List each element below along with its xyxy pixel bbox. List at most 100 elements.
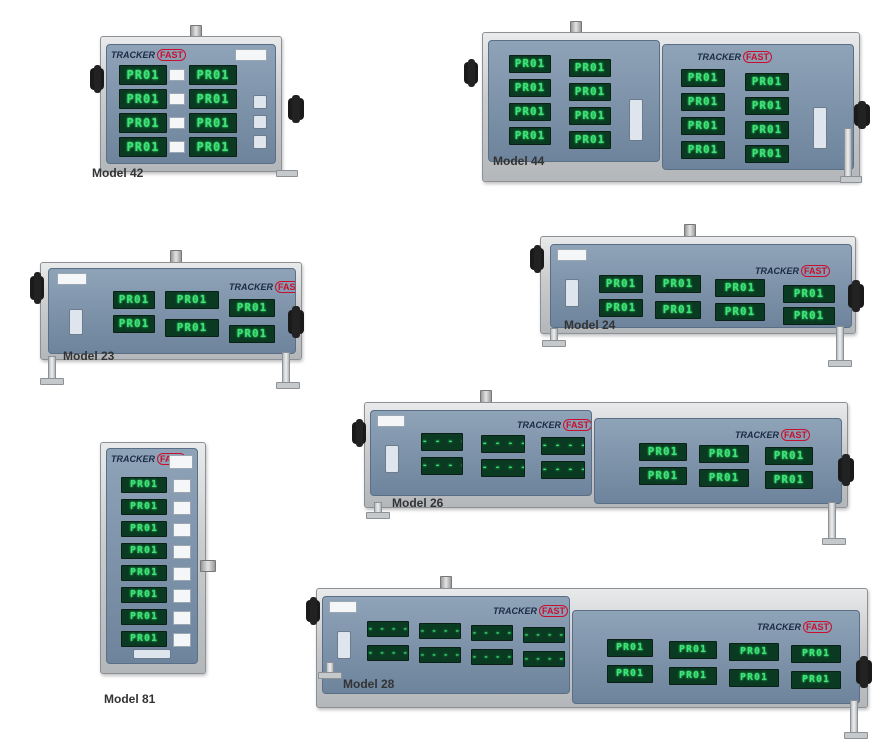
timer-display: - - - - bbox=[523, 651, 565, 667]
timer-display: PR01 bbox=[189, 137, 237, 157]
model-caption: Model 42 bbox=[92, 166, 144, 180]
timer-display: PR01 bbox=[699, 445, 749, 463]
timer-display: PR01 bbox=[745, 145, 789, 163]
timer-display: PR01 bbox=[607, 639, 653, 657]
mounting-knob bbox=[854, 100, 870, 130]
control-keypad[interactable] bbox=[565, 279, 579, 307]
timer-display: PR01 bbox=[765, 471, 813, 489]
timer-display: PR01 bbox=[729, 669, 779, 687]
timer-display: PR01 bbox=[121, 609, 167, 625]
timer-display: - - - - bbox=[421, 433, 463, 451]
timer-display: PR01 bbox=[655, 275, 701, 293]
mounting-knob bbox=[288, 94, 304, 124]
timer-display: PR01 bbox=[113, 315, 155, 333]
model-caption: Model 81 bbox=[104, 692, 156, 706]
timer-display: PR01 bbox=[119, 137, 167, 157]
mounting-knob bbox=[352, 418, 366, 448]
timer-display: PR01 bbox=[791, 645, 841, 663]
timer-display: PR01 bbox=[509, 55, 551, 73]
timer-display: PR01 bbox=[229, 325, 275, 343]
timer-display: - - - - bbox=[421, 457, 463, 475]
timer-display: PR01 bbox=[165, 291, 219, 309]
timer-display: PR01 bbox=[113, 291, 155, 309]
timer-display: PR01 bbox=[121, 477, 167, 493]
control-keypad[interactable] bbox=[133, 649, 171, 659]
control-keypad[interactable] bbox=[813, 107, 827, 149]
timer-display: PR01 bbox=[121, 521, 167, 537]
control-keypad[interactable] bbox=[69, 309, 83, 335]
timer-display: PR01 bbox=[569, 59, 611, 77]
timer-display: PR01 bbox=[509, 103, 551, 121]
timer-display: PR01 bbox=[783, 307, 835, 325]
timer-display: PR01 bbox=[639, 443, 687, 461]
timer-display: PR01 bbox=[681, 117, 725, 135]
timer-display: PR01 bbox=[765, 447, 813, 465]
model-44-timer: PR01 PR01 PR01 PR01 PR01 PR01 PR01 PR01 … bbox=[460, 18, 880, 186]
timer-display: PR01 bbox=[745, 97, 789, 115]
timer-display: PR01 bbox=[569, 83, 611, 101]
timer-display: - - - - bbox=[481, 435, 525, 453]
timer-display: - - - - bbox=[419, 623, 461, 639]
timer-display: PR01 bbox=[121, 587, 167, 603]
timer-display: PR01 bbox=[681, 93, 725, 111]
timer-display: - - - - bbox=[367, 645, 409, 661]
mounting-knob bbox=[856, 656, 872, 688]
timer-display: PR01 bbox=[669, 641, 717, 659]
timer-display: PR01 bbox=[121, 631, 167, 647]
timer-display: PR01 bbox=[669, 667, 717, 685]
timer-display: - - - - bbox=[523, 627, 565, 643]
timer-display: PR01 bbox=[119, 113, 167, 133]
timer-display: PR01 bbox=[509, 127, 551, 145]
timer-display: PR01 bbox=[655, 301, 701, 319]
timer-display: PR01 bbox=[745, 121, 789, 139]
timer-display: - - - - bbox=[541, 437, 585, 455]
control-keypad[interactable] bbox=[337, 631, 351, 659]
mounting-knob bbox=[306, 596, 320, 626]
timer-display: PR01 bbox=[729, 643, 779, 661]
timer-display: PR01 bbox=[699, 469, 749, 487]
up-key[interactable] bbox=[253, 95, 267, 109]
timer-display: PR01 bbox=[189, 65, 237, 85]
timer-display: PR01 bbox=[745, 73, 789, 91]
model-caption: Model 24 bbox=[564, 318, 616, 332]
mounting-knob bbox=[530, 244, 544, 274]
timer-display: PR01 bbox=[791, 671, 841, 689]
timer-display: PR01 bbox=[165, 319, 219, 337]
timer-display: - - - - bbox=[481, 459, 525, 477]
timer-display: PR01 bbox=[121, 543, 167, 559]
timer-display: PR01 bbox=[715, 279, 765, 297]
mounting-knob bbox=[464, 58, 478, 88]
model-caption: Model 26 bbox=[392, 496, 444, 510]
mounting-knob bbox=[288, 306, 304, 338]
program-key[interactable] bbox=[253, 115, 267, 129]
model-caption: Model 28 bbox=[343, 677, 395, 691]
timer-display: - - - - bbox=[419, 647, 461, 663]
timer-display: PR01 bbox=[189, 113, 237, 133]
timer-display: PR01 bbox=[639, 467, 687, 485]
control-keypad[interactable] bbox=[385, 445, 399, 473]
timer-display: - - - - bbox=[541, 461, 585, 479]
mounting-knob bbox=[90, 64, 104, 94]
down-key[interactable] bbox=[253, 135, 267, 149]
model-caption: Model 44 bbox=[493, 154, 545, 168]
mounting-knob bbox=[30, 272, 44, 304]
timer-display: PR01 bbox=[599, 299, 643, 317]
model-caption: Model 23 bbox=[63, 349, 115, 363]
control-keypad[interactable] bbox=[629, 99, 643, 141]
timer-display: PR01 bbox=[119, 89, 167, 109]
timer-display: PR01 bbox=[715, 303, 765, 321]
timer-display: - - - - bbox=[367, 621, 409, 637]
timer-display: PR01 bbox=[509, 79, 551, 97]
